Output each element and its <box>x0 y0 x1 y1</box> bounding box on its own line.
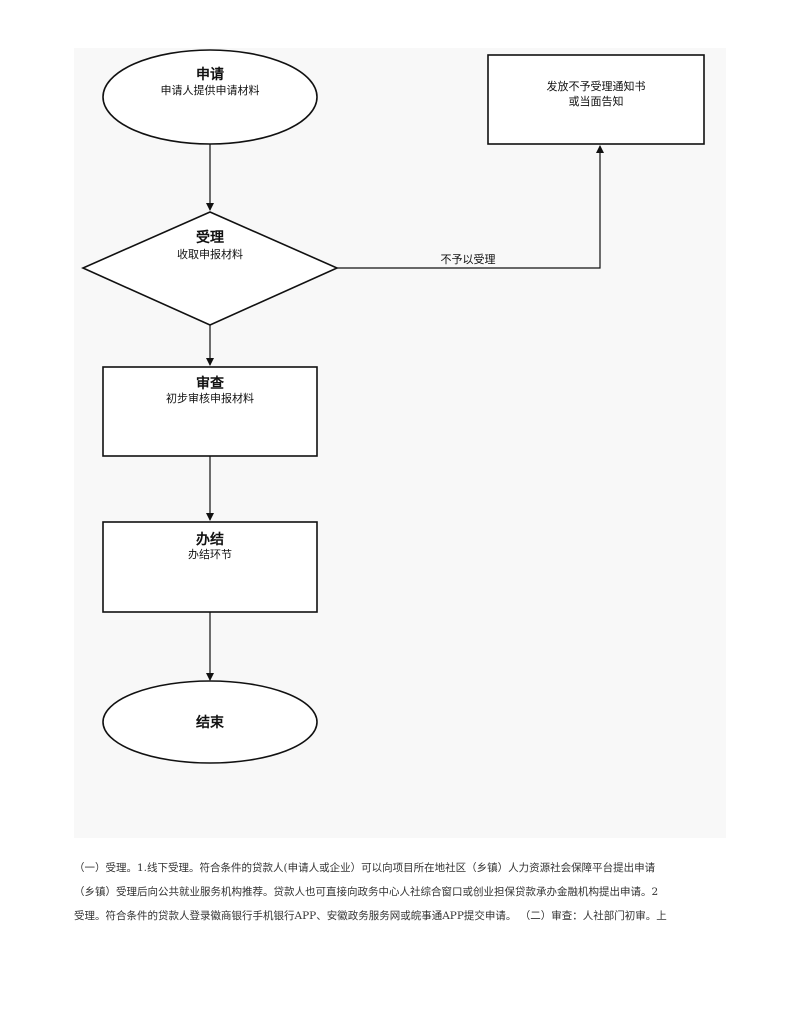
node-reject-notice-line1: 发放不予受理通知书 <box>547 79 646 93</box>
node-settle-shape <box>102 521 318 613</box>
node-accept-title: 受理 <box>196 229 224 246</box>
node-reject-notice-line2: 或当面告知 <box>569 94 624 108</box>
node-end-shape <box>102 680 318 764</box>
node-accept-sub: 收取申报材料 <box>177 247 243 261</box>
node-settle: 办结 办结环节 <box>102 521 318 613</box>
node-settle-title: 办结 <box>196 531 224 548</box>
node-reject-notice-shape <box>487 54 705 145</box>
node-end-title: 结束 <box>196 714 225 731</box>
edge-accept-to-reject <box>337 145 604 269</box>
node-apply-sub: 申请人提供申请材料 <box>161 83 260 97</box>
node-settle-sub: 办结环节 <box>188 548 232 561</box>
node-accept: 受理 收取申报材料 <box>81 211 339 326</box>
node-apply-shape <box>102 49 318 145</box>
paragraph-line: （一）受理。1.线下受理。符合条件的贷款人(申请人或企业）可以向项目所在地社区（… <box>74 862 656 874</box>
node-reject-notice: 发放不予受理通知书 或当面告知 <box>487 54 705 145</box>
node-end: 结束 <box>102 680 318 764</box>
node-review-title: 审查 <box>196 375 225 392</box>
node-review-sub: 初步审核申报材料 <box>166 391 254 405</box>
node-accept-shape <box>81 211 339 326</box>
paragraph-line: （乡镇）受理后向公共就业服务机构推荐。贷款人也可直接向政务中心人社综合窗口或创业… <box>74 886 659 898</box>
node-apply: 申请 申请人提供申请材料 <box>102 49 318 145</box>
node-apply-title: 申请 <box>196 66 224 83</box>
description-paragraph: （一）受理。1.线下受理。符合条件的贷款人(申请人或企业）可以向项目所在地社区（… <box>74 856 734 928</box>
paragraph-line: 受理。符合条件的贷款人登录徽商银行手机银行APP、安徽政务服务网或皖事通APP提… <box>74 910 667 922</box>
node-review-shape <box>102 366 318 457</box>
node-review: 审查 初步审核申报材料 <box>102 366 318 457</box>
edge-label-reject: 不予以受理 <box>441 253 496 266</box>
